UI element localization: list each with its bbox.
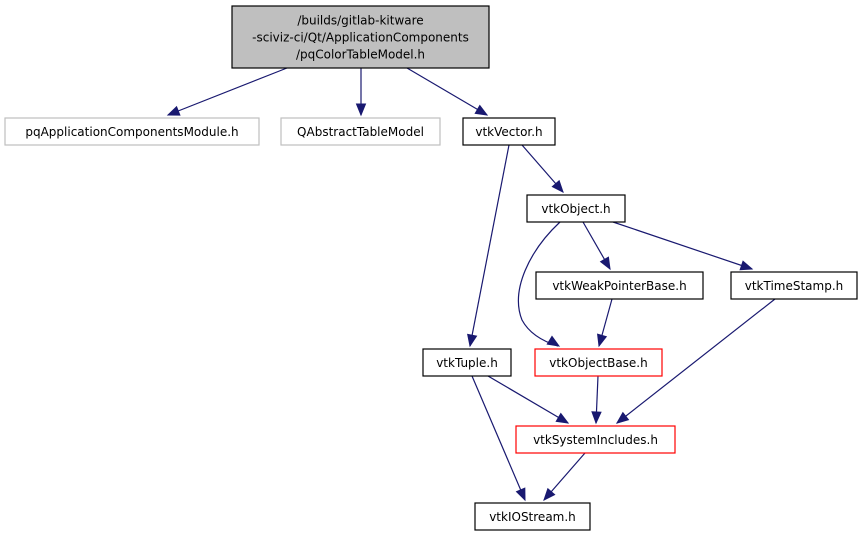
- node-box: [422, 348, 512, 377]
- node-label: vtkObject.h: [541, 202, 610, 216]
- node-box: [515, 425, 676, 454]
- node-box: [280, 117, 441, 146]
- edge-vtkVector-to-vtkObject-arrowhead: [551, 179, 564, 193]
- edge-vtkObjectBase-to-vtkSystemIncludes: [591, 375, 602, 425]
- edge-vtkObject-to-vtkTimeStamp-arrowhead: [739, 260, 754, 271]
- node-box: [535, 271, 704, 300]
- edge-vtkWeakPointerBase-to-vtkObjectBase: [597, 298, 613, 348]
- node-root[interactable]: /builds/gitlab-kitware -sciviz-ci/Qt/Appl…: [231, 5, 490, 69]
- node-box: [534, 348, 663, 377]
- edge-vtkObject-to-vtkWeakPointerBase: [582, 221, 611, 271]
- node-vtkVector[interactable]: vtkVector.h: [462, 117, 556, 146]
- node-box: [231, 5, 490, 69]
- node-vtkObjectBase[interactable]: vtkObjectBase.h: [534, 348, 663, 377]
- edge-vtkVector-to-vtkTuple-line: [469, 144, 510, 347]
- node-box: [526, 194, 626, 223]
- edge-root-to-vtkVector-line: [406, 67, 488, 116]
- edge-root-to-vtkVector: [406, 67, 489, 116]
- node-vtkTimeStamp[interactable]: vtkTimeStamp.h: [730, 271, 858, 300]
- edge-vtkVector-to-vtkTuple-arrowhead: [467, 333, 478, 348]
- node-label: vtkVector.h: [475, 125, 542, 139]
- node-label: /builds/gitlab-kitware: [297, 14, 423, 28]
- edge-root-to-QAbstractTableModel: [355, 68, 367, 117]
- edge-vtkVector-to-vtkTuple: [467, 144, 510, 348]
- edges-layer: [166, 67, 776, 502]
- edge-vtkObject-to-vtkObjectBase: [517, 221, 561, 347]
- edge-vtkVector-to-vtkObject: [521, 144, 564, 193]
- edge-root-to-pqAppCompModule-arrowhead: [166, 105, 181, 116]
- nodes-layer: /builds/gitlab-kitware -sciviz-ci/Qt/Appl…: [4, 5, 858, 531]
- node-QAbstractTableModel[interactable]: QAbstractTableModel: [280, 117, 441, 146]
- edge-vtkTuple-to-vtkSystemIncludes-line: [487, 375, 569, 424]
- node-vtkSystemIncludes[interactable]: vtkSystemIncludes.h: [515, 425, 676, 454]
- node-label: QAbstractTableModel: [297, 125, 424, 139]
- node-vtkTuple[interactable]: vtkTuple.h: [422, 348, 512, 377]
- edge-vtkTuple-to-vtkSystemIncludes: [487, 375, 570, 424]
- edge-vtkTuple-to-vtkIOStream-line: [471, 375, 526, 501]
- edge-vtkObjectBase-to-vtkSystemIncludes-arrowhead: [591, 411, 602, 425]
- edge-vtkTimeStamp-to-vtkSystemIncludes: [615, 298, 776, 424]
- node-box: [462, 117, 556, 146]
- edge-vtkTuple-to-vtkSystemIncludes-arrowhead: [555, 412, 570, 424]
- edge-root-to-vtkVector-arrowhead: [474, 104, 489, 116]
- node-vtkObject[interactable]: vtkObject.h: [526, 194, 626, 223]
- edge-vtkObject-to-vtkObjectBase-line: [517, 221, 561, 347]
- edge-vtkTimeStamp-to-vtkSystemIncludes-arrowhead: [615, 411, 630, 424]
- node-vtkWeakPointerBase[interactable]: vtkWeakPointerBase.h: [535, 271, 704, 300]
- node-label: vtkObjectBase.h: [549, 356, 647, 370]
- node-box: [474, 502, 591, 531]
- node-label: pqApplicationComponentsModule.h: [25, 125, 238, 139]
- node-box: [730, 271, 858, 300]
- node-vtkIOStream[interactable]: vtkIOStream.h: [474, 502, 591, 531]
- node-label: -sciviz-ci/Qt/ApplicationComponents: [252, 31, 469, 45]
- node-label: vtkSystemIncludes.h: [533, 433, 658, 447]
- edge-vtkTuple-to-vtkIOStream: [471, 375, 526, 502]
- node-label: vtkWeakPointerBase.h: [552, 279, 686, 293]
- node-label: /pqColorTableModel.h: [296, 48, 425, 62]
- edge-vtkObject-to-vtkWeakPointerBase-arrowhead: [599, 256, 611, 271]
- edge-vtkObject-to-vtkTimeStamp: [612, 221, 754, 271]
- edge-vtkObject-to-vtkTimeStamp-line: [612, 221, 753, 270]
- edge-root-to-pqAppCompModule-line: [167, 67, 288, 116]
- node-box: [4, 117, 260, 146]
- edge-vtkObject-to-vtkObjectBase-arrowhead: [546, 335, 561, 347]
- edge-root-to-pqAppCompModule: [166, 67, 288, 116]
- edge-vtkSystemIncludes-to-vtkIOStream-arrowhead: [543, 487, 556, 501]
- edge-root-to-QAbstractTableModel-arrowhead: [355, 103, 367, 117]
- edge-vtkTuple-to-vtkIOStream-arrowhead: [515, 487, 526, 502]
- node-pqAppCompModule[interactable]: pqApplicationComponentsModule.h: [4, 117, 260, 146]
- edge-vtkSystemIncludes-to-vtkIOStream: [543, 452, 586, 501]
- node-label: vtkTuple.h: [436, 356, 498, 370]
- edge-vtkWeakPointerBase-to-vtkObjectBase-arrowhead: [597, 333, 608, 348]
- node-label: vtkTimeStamp.h: [745, 279, 844, 293]
- node-label: vtkIOStream.h: [489, 510, 576, 524]
- edge-vtkTimeStamp-to-vtkSystemIncludes-line: [616, 298, 776, 424]
